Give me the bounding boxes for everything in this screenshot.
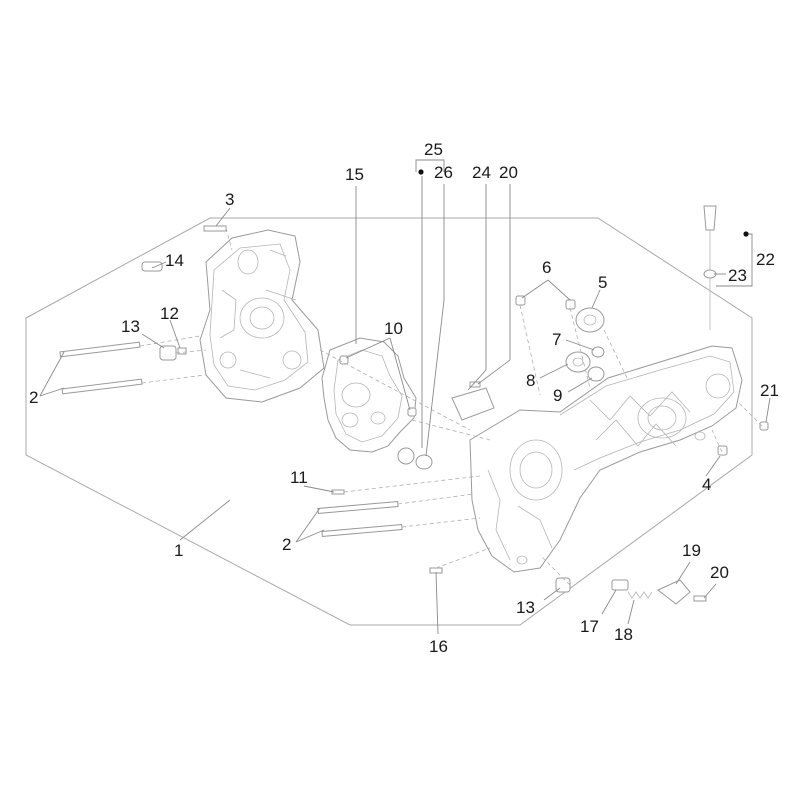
callout-14: 14 [165,251,184,270]
left-crankcase-half [199,229,325,403]
reference-dot-26 [418,169,424,175]
callout-12: 12 [160,304,179,323]
callout-19: 19 [682,541,701,560]
callout-9: 9 [553,386,562,405]
callout-3: 3 [225,190,234,209]
callout-2-left: 2 [29,388,38,407]
callout-13-right: 13 [516,598,535,617]
callout-4: 4 [702,475,711,494]
callout-25: 25 [424,140,443,159]
callout-15: 15 [345,165,364,184]
callout-2-right: 2 [282,535,291,554]
callout-1: 1 [174,541,183,560]
callout-13-left: 13 [121,317,140,336]
callout-20-right: 20 [710,563,729,582]
assembly-axis-lines [139,227,763,586]
callout-18: 18 [614,625,633,644]
callout-7: 7 [552,330,561,349]
callout-24: 24 [472,163,491,182]
callout-21: 21 [760,381,779,400]
callout-16: 16 [429,637,448,656]
leader-lines [39,159,771,635]
callout-17: 17 [580,617,599,636]
callout-20-top: 20 [499,163,518,182]
gasket [321,337,417,453]
callout-26: 26 [434,163,453,182]
studs-left [59,341,143,395]
studs-right [317,500,403,538]
callouts: 1 2 2 3 4 5 6 7 8 9 10 11 12 13 13 14 15… [29,140,779,656]
callout-5: 5 [598,273,607,292]
callout-23: 23 [728,266,747,285]
right-crankcase-half [469,345,743,573]
callout-10: 10 [384,319,403,338]
callout-11: 11 [290,468,308,487]
assembly-frame [25,217,753,626]
callout-6: 6 [542,258,551,277]
callout-8: 8 [526,371,535,390]
reference-dot-22 [743,231,749,237]
callout-22: 22 [756,250,775,269]
